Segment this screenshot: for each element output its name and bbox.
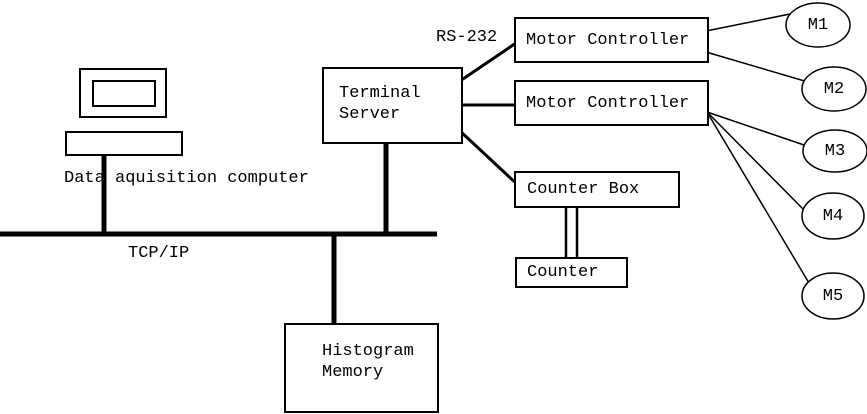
motor-controller-bottom-node: Motor Controller (514, 80, 709, 126)
terminal-server-node: Terminal Server (322, 67, 463, 144)
edge-motor-controller2-to-m3 (706, 111, 808, 147)
edge-motor-controller1-to-m2 (705, 51, 809, 83)
motor-m5-label: M5 (822, 287, 844, 306)
keyboard-icon (65, 131, 183, 156)
motor-m5-ellipse (801, 272, 865, 320)
motor-m2-ellipse (801, 66, 867, 112)
tcpip-bus-label: TCP/IP (128, 244, 190, 263)
motor-m3-ellipse (802, 129, 867, 173)
motor-m4-ellipse (801, 192, 865, 240)
monitor-icon (79, 68, 167, 118)
edge-motor-controller2-to-m5 (706, 111, 810, 284)
motor-m4-label: M4 (822, 207, 844, 226)
motor-m1-ellipse (785, 2, 851, 48)
edge-motor-controller2-to-m4 (706, 111, 807, 213)
motor-m3-label: M3 (824, 142, 846, 161)
rs232-link-label: RS-232 (436, 28, 498, 47)
edge-terminal-server-to-counter-box (458, 129, 521, 188)
motor-m2-label: M2 (823, 79, 845, 99)
counter-box-node: Counter Box (514, 171, 680, 208)
monitor-screen-icon (92, 80, 156, 107)
edge-motor-controller1-to-m1 (705, 12, 796, 32)
motor-m1-label: M1 (807, 15, 829, 35)
edge-terminal-server-to-motor-controller1 (459, 39, 520, 83)
motor-controller-top-node: Motor Controller (514, 17, 709, 63)
counter-node: Counter (515, 257, 628, 288)
histogram-memory-node: Histogram Memory (284, 323, 439, 413)
computer-caption: Data aquisition computer (64, 169, 309, 188)
